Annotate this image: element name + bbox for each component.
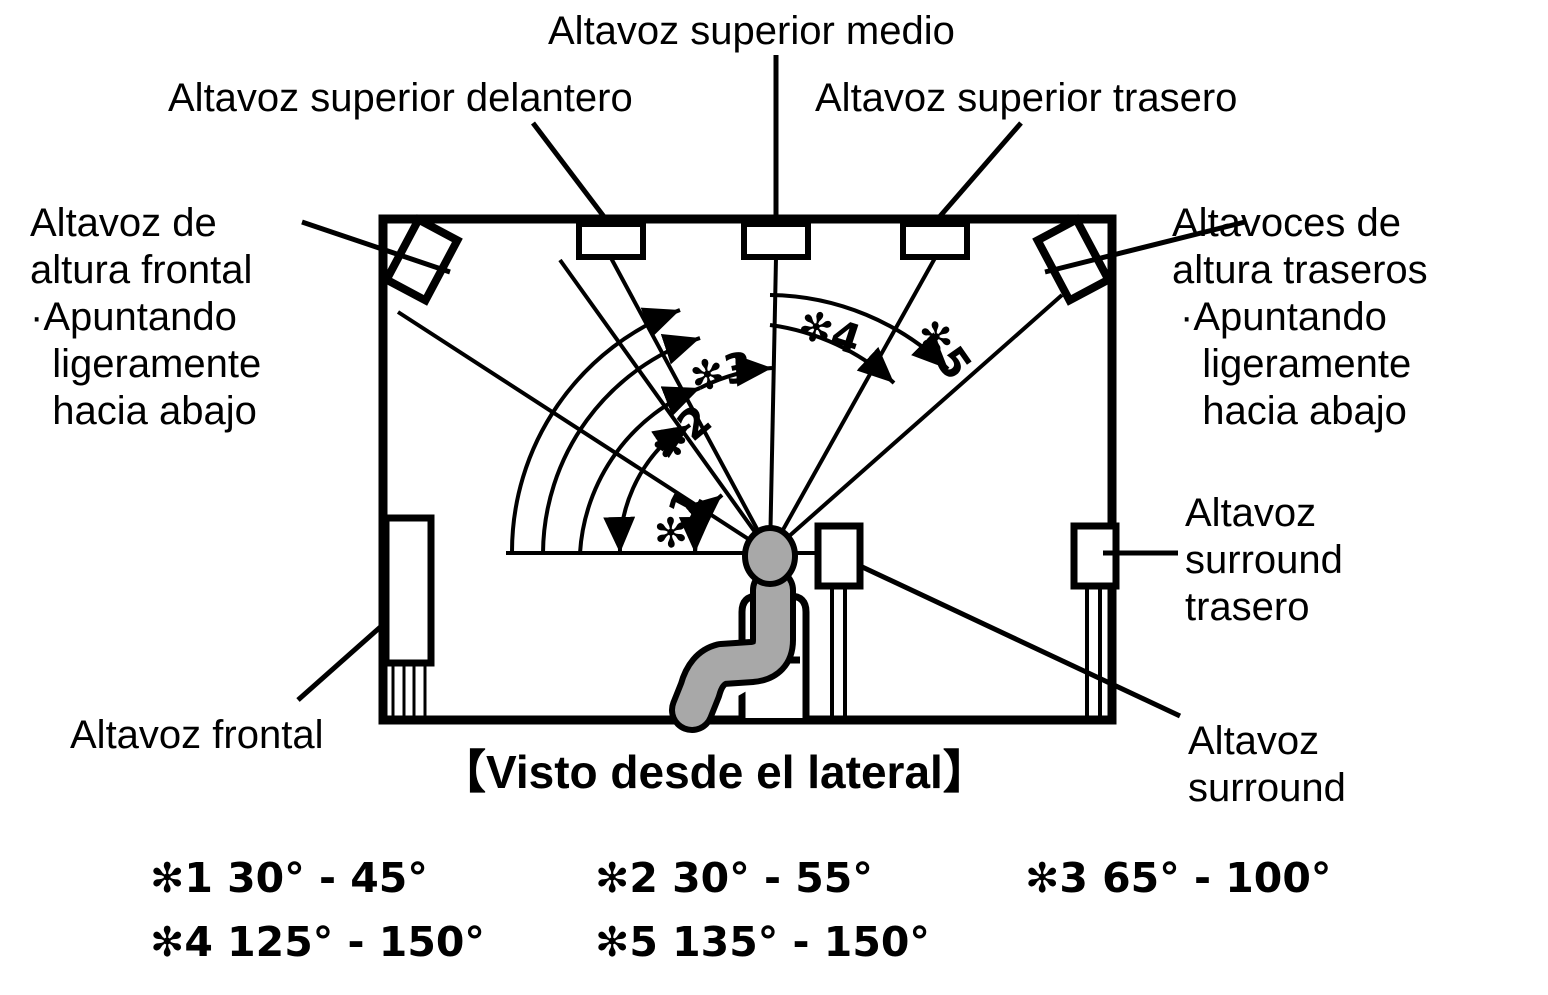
angle-arc-2 — [603, 423, 692, 554]
rear-height-note-3: hacia abajo — [1180, 389, 1407, 433]
surround-back-line-2: surround — [1185, 538, 1343, 582]
label-rear-height-speakers: Altavoces de altura traseros ·Apuntando … — [1172, 200, 1428, 435]
angle-legend-item-4: ✻4 125° - 150° — [150, 918, 485, 966]
front-height-note-2: ligeramente — [30, 342, 262, 386]
angle-arc-1 — [678, 493, 724, 554]
angle-arc-4 — [541, 323, 896, 554]
angle-legend-item-2: ✻2 30° - 55° — [595, 854, 873, 902]
ceiling-speaker-rear — [900, 221, 970, 260]
surround-line-2: surround — [1188, 766, 1346, 810]
front-height-note-1: ·Apuntando — [30, 295, 237, 339]
angle-legend-item-1: ✻1 30° - 45° — [150, 854, 428, 902]
surround-back-line-3: trasero — [1185, 585, 1310, 629]
diagram-caption: 【Visto desde el lateral】 — [440, 746, 989, 798]
surround-back-speaker — [1070, 522, 1120, 716]
surround-speaker — [814, 522, 864, 716]
label-surround-speaker: Altavoz surround — [1188, 718, 1346, 812]
rear-height-note-2: ligeramente — [1180, 342, 1412, 386]
label-front-speaker: Altavoz frontal — [70, 713, 324, 757]
angle-arc-5 — [509, 293, 950, 554]
direction-rays — [396, 257, 1064, 555]
room-outline — [378, 214, 1117, 725]
angle-legend-item-3: ✻3 65° - 100° — [1025, 854, 1332, 902]
front-floorstanding-speaker — [382, 514, 435, 717]
ceiling-speaker-front — [576, 221, 646, 260]
angle-arc-3 — [578, 354, 773, 554]
label-surround-back-speaker: Altavoz surround trasero — [1185, 490, 1343, 631]
leader-lines — [296, 55, 1246, 719]
front-height-line-2: altura frontal — [30, 248, 253, 292]
front-height-note-3: hacia abajo — [30, 389, 257, 433]
rear-height-line-1: Altavoces de — [1172, 201, 1402, 245]
label-top-front-speaker: Altavoz superior delantero — [168, 76, 633, 120]
surround-line-1: Altavoz — [1188, 719, 1320, 763]
label-top-middle-speaker: Altavoz superior medio — [548, 9, 955, 53]
surround-back-line-1: Altavoz — [1185, 491, 1317, 535]
label-top-rear-speaker: Altavoz superior trasero — [815, 76, 1238, 120]
front-height-line-1: Altavoz de — [30, 201, 217, 245]
rear-height-line-2: altura traseros — [1172, 248, 1428, 292]
ceiling-speaker-middle — [741, 221, 811, 260]
listener-figure — [669, 525, 810, 733]
angle-legend-item-5: ✻5 135° - 150° — [595, 918, 930, 966]
rear-height-note-1: ·Apuntando — [1180, 295, 1387, 339]
label-front-height-speaker: Altavoz de altura frontal ·Apuntando lig… — [30, 200, 261, 435]
